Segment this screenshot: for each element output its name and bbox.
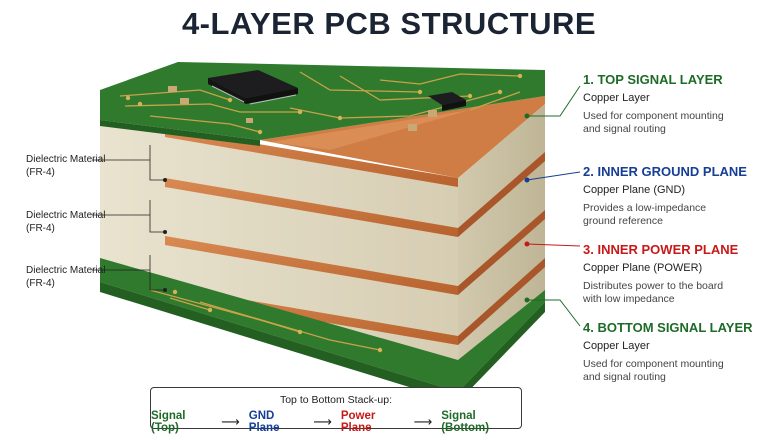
layer-callout-inner-power: 3. INNER POWER PLANE Copper Plane (POWER… — [583, 242, 773, 306]
leader-dot-gnd — [524, 177, 530, 183]
layer-title: 2. INNER GROUND PLANE — [583, 164, 747, 179]
copper-layer-pwr-front — [165, 236, 458, 295]
layer-callout-top-signal: 1. TOP SIGNAL LAYER Copper Layer Used fo… — [583, 72, 773, 136]
bottom-solder-mask — [100, 258, 545, 392]
layer-callout-bottom-signal: 4. BOTTOM SIGNAL LAYER Copper Layer Used… — [583, 320, 773, 384]
left-brackets — [92, 145, 165, 291]
small-ic-chip — [428, 92, 466, 111]
exposed-ground-plane — [260, 96, 545, 178]
stackup-sequence: Signal (Top) ⟶ GND Plane ⟶ Power Plane ⟶… — [151, 410, 521, 434]
stackup-item-power-plane: Power Plane — [340, 410, 376, 434]
copper-layer-gnd-side — [458, 152, 545, 237]
copper-layer-gnd-front — [165, 178, 458, 237]
arrow-right-icon: ⟶ — [313, 414, 332, 429]
right-leader-lines — [526, 85, 581, 327]
microcontroller-chip — [208, 70, 298, 105]
layer-subtitle: Copper Layer — [583, 340, 650, 352]
top-solder-mask-edge — [100, 120, 260, 146]
layer-description: Provides a low-impedance ground referenc… — [583, 202, 707, 227]
layer-description: Distributes power to the board with low … — [583, 280, 724, 305]
stackup-title: Top to Bottom Stack-up: — [279, 394, 393, 406]
leader-dot-top — [524, 113, 530, 119]
arrow-right-icon: ⟶ — [413, 414, 433, 429]
dielectric-label-1: Dielectric Material (FR-4) — [26, 154, 106, 178]
layer-description: Used for component mounting and signal r… — [583, 110, 724, 135]
layer-subtitle: Copper Layer — [583, 92, 650, 104]
stackup-item-signal-bottom: Signal (Bottom) — [441, 410, 490, 434]
arrow-right-icon: ⟶ — [221, 414, 240, 429]
stackup-item-signal-top: Signal (Top) — [151, 410, 186, 434]
layer-title: 1. TOP SIGNAL LAYER — [583, 72, 723, 87]
passive-components — [168, 86, 437, 131]
copper-layer-bottom-side — [458, 258, 545, 345]
left-bracket-dots — [163, 178, 167, 292]
bottom-traces — [149, 289, 381, 351]
layer-callout-inner-ground: 2. INNER GROUND PLANE Copper Plane (GND)… — [583, 164, 773, 228]
copper-layer-pwr-side — [458, 210, 545, 295]
bottom-vias — [172, 289, 383, 353]
stackup-item-gnd-plane: GND Plane — [248, 410, 280, 434]
leader-dot-bottom — [524, 297, 530, 303]
layer-description: Used for component mounting and signal r… — [583, 358, 724, 383]
leader-dot-pwr — [524, 241, 530, 247]
diagram-title: 4-LAYER PCB STRUCTURE — [181, 6, 597, 41]
dielectric-label-2: Dielectric Material (FR-4) — [26, 210, 106, 234]
stackup-summary-box: Top to Bottom Stack-up: Signal (Top) ⟶ G… — [150, 387, 522, 434]
layer-subtitle: Copper Plane (POWER) — [583, 262, 703, 274]
top-vias — [125, 73, 523, 135]
layer-title: 3. INNER POWER PLANE — [583, 242, 739, 257]
layer-subtitle: Copper Plane (GND) — [583, 184, 686, 196]
dielectric-label-3: Dielectric Material (FR-4) — [26, 265, 106, 289]
layer-title: 4. BOTTOM SIGNAL LAYER — [583, 320, 753, 335]
